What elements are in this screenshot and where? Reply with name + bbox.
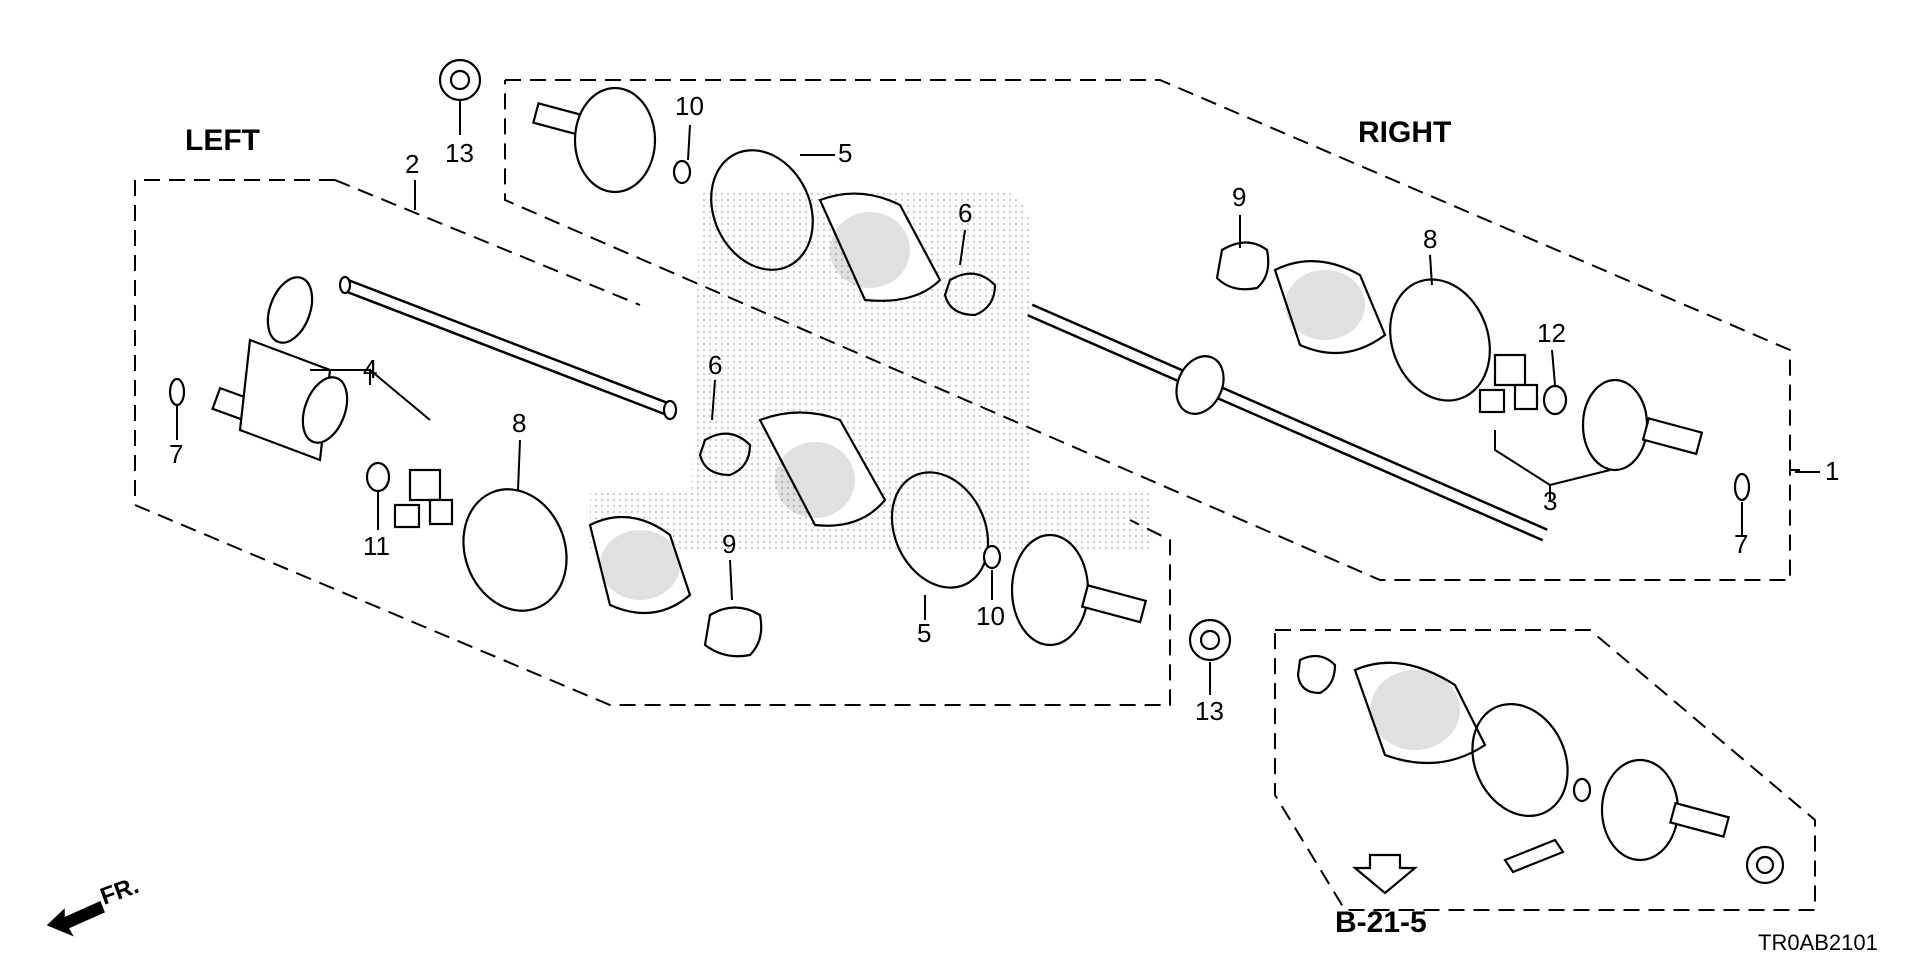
callout-6-left: 6 [708, 350, 722, 380]
callout-2: 2 [405, 149, 419, 179]
callout-11: 11 [363, 531, 390, 561]
upper-spindle-nut [438, 58, 482, 102]
left-inner-joint-housing [211, 276, 349, 462]
right-shaft [1027, 303, 1548, 542]
callout-7-right: 7 [1734, 529, 1748, 559]
right-group-label: RIGHT [1358, 116, 1451, 149]
callout-3: 3 [1543, 486, 1557, 516]
boot-kit-outline [1274, 629, 1816, 911]
left-tripod [393, 468, 454, 529]
callout-5-upper: 5 [838, 138, 852, 168]
left-circlip-10 [982, 544, 1002, 570]
callout-13-lower: 13 [1195, 696, 1224, 726]
right-outer-boot [818, 192, 942, 302]
callout-8-upper: 8 [1423, 224, 1437, 254]
front-label: FR. [97, 872, 143, 911]
callout-8-left: 8 [512, 408, 526, 438]
right-band-5 [710, 149, 814, 271]
callout-9-upper: 9 [1232, 182, 1246, 212]
callout-6-upper: 6 [958, 198, 972, 228]
left-group-outline [134, 179, 1171, 706]
reference-arrow-icon [1351, 853, 1419, 895]
leader-lines [176, 100, 1800, 695]
callout-1: 1 [1825, 456, 1839, 486]
right-large-band [1389, 278, 1491, 402]
right-outer-joint [531, 86, 657, 194]
left-circlip [168, 377, 186, 407]
left-large-band [462, 488, 568, 612]
left-band-5 [890, 471, 990, 589]
right-snap-ring [1542, 384, 1568, 416]
callout-4: 4 [363, 354, 377, 384]
diagram-code: TR0AB2101 [1758, 930, 1878, 955]
right-small-band [1215, 241, 1270, 291]
left-group-outline-top [334, 179, 641, 306]
left-outer-joint [1010, 533, 1148, 647]
lower-spindle-nut [1188, 618, 1232, 662]
front-arrow-icon [46, 900, 105, 937]
callout-10-left: 10 [976, 601, 1005, 631]
callout-13-upper: 13 [445, 138, 474, 168]
callout-10-upper: 10 [675, 91, 704, 121]
callout-5-left: 5 [917, 618, 931, 648]
right-circlip [1733, 472, 1751, 502]
left-inner-boot [588, 515, 692, 615]
reference-label: B-21-5 [1335, 906, 1427, 939]
left-boot-band [698, 432, 752, 477]
right-inner-joint-housing [1581, 378, 1704, 472]
left-outer-boot [758, 411, 887, 527]
boot-kit-parts [1296, 654, 1785, 885]
right-inner-boot [1273, 260, 1387, 355]
callout-12: 12 [1537, 318, 1566, 348]
left-small-band [703, 606, 763, 658]
left-snap-ring [365, 461, 391, 493]
right-group-outline [504, 79, 1791, 581]
callout-9-left: 9 [722, 529, 736, 559]
right-boot-band [943, 272, 997, 317]
callout-7-left: 7 [169, 439, 183, 469]
right-circlip-10 [672, 159, 692, 185]
left-shaft [338, 275, 678, 421]
left-group-label: LEFT [185, 124, 260, 157]
right-tripod [1478, 353, 1539, 414]
